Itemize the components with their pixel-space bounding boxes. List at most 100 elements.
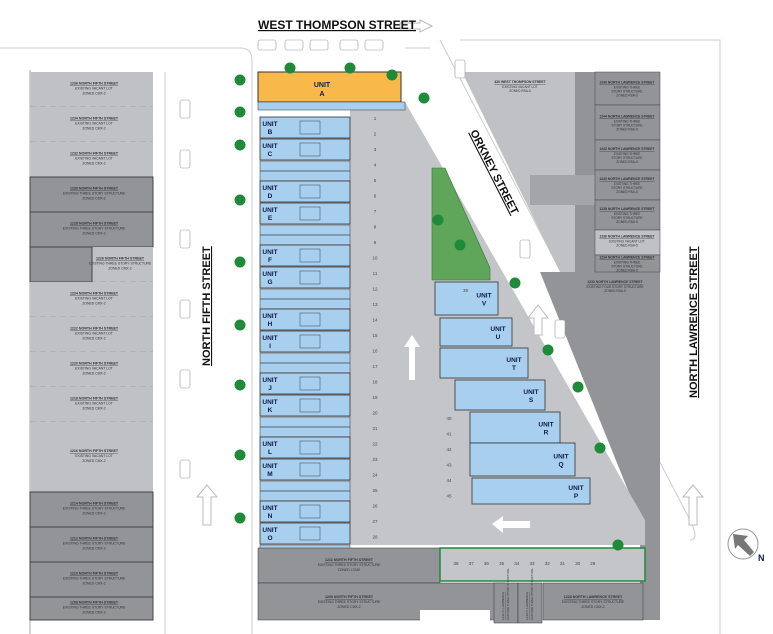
- lot-description: EXISTING THREE STORY STRUCTURE: [318, 563, 381, 567]
- unit-letter: F: [268, 257, 272, 264]
- unit-outline: [259, 458, 351, 481]
- lot-description: EXISTING VACANT LOT: [75, 157, 113, 161]
- parking-space-number: 6: [374, 194, 377, 199]
- lot-address: 1220 NORTH FIFTH STREET: [70, 362, 119, 366]
- parking-space-number: 23: [372, 457, 378, 462]
- lot-parcel: [517, 582, 543, 624]
- lot-address: 1244 NORTH LAWRENCE STREET: [599, 115, 655, 119]
- unit-label: UNIT: [262, 313, 277, 320]
- parking-space-number: 19: [372, 395, 378, 400]
- parking-space-number: 31: [560, 561, 566, 566]
- tree-icon: [572, 381, 584, 393]
- lot-address: 1214 NORTH FIFTH STREET: [70, 502, 119, 506]
- lot-zoning: ZONED CMX-2: [82, 197, 105, 201]
- parking-space-number: 38: [453, 561, 459, 566]
- block-strip: [575, 72, 595, 272]
- north-arrow-pointer: [733, 534, 754, 556]
- street-label-west-thompson: WEST THOMPSON STREET: [258, 18, 417, 32]
- block-building: [530, 175, 595, 205]
- parking-space-number: 27: [372, 519, 378, 524]
- unit-outline: [259, 522, 351, 545]
- lot-description: EXISTING THREE STORY STRUCTURE: [530, 568, 534, 620]
- unit-label: UNIT: [262, 335, 277, 342]
- lot-parcel: [30, 387, 153, 422]
- unit-outline: [259, 372, 351, 395]
- lot-description: EXISTING THREE: [614, 212, 641, 216]
- unit-label: UNIT: [262, 271, 277, 278]
- unit-outline: [469, 442, 576, 477]
- lot-description: EXISTING THREE STORY STRUCTURE: [562, 600, 625, 604]
- tree-icon: [509, 277, 521, 289]
- parking-space-number: 13: [372, 302, 378, 307]
- lot-zoning: ZONED CMX-2: [82, 92, 105, 96]
- parking-space-number: 43: [446, 463, 452, 468]
- lot-parcel: [594, 229, 661, 256]
- lot-description: EXISTING THREE STORY STRUCTURE: [63, 192, 126, 196]
- unit-letter: N: [268, 513, 273, 520]
- car-icon: [179, 99, 191, 119]
- unit-outline: [454, 379, 546, 411]
- unit-outline: [259, 180, 351, 203]
- unit-outline: [259, 308, 351, 331]
- tree-icon: [234, 319, 246, 331]
- unit-letter: O: [267, 535, 272, 542]
- parking-space-number: 14: [372, 318, 378, 323]
- parking-space-number: 18: [372, 380, 378, 385]
- parking-space-number: 8: [374, 225, 377, 230]
- lot-parcel: [29, 596, 154, 621]
- lot-zoning: ZONED I-CMX: [338, 568, 361, 572]
- unit-label: UNIT: [262, 249, 277, 256]
- parking-space-number: 9: [374, 240, 377, 245]
- tree-icon: [594, 442, 606, 454]
- lot-zoning: ZONED CMX-2: [82, 582, 105, 586]
- parking-space-number: 40: [446, 416, 452, 421]
- unit-letter: C: [268, 151, 273, 158]
- parking-space-number: 4: [374, 163, 377, 168]
- traffic-arrow-icon: [195, 484, 219, 526]
- tree-icon: [386, 69, 398, 81]
- lot-address: 1216 NORTH FIFTH STREET: [70, 449, 119, 453]
- tree-icon: [432, 214, 444, 226]
- drive-direction-arrow-icon: [404, 335, 420, 380]
- lot-zoning: ZONED RSA-5: [616, 94, 638, 98]
- lot-zoning: ZONED RSA-5: [616, 160, 638, 164]
- lot-description-2: STORY STRUCTURE: [611, 216, 642, 220]
- car-icon: [179, 229, 191, 249]
- lot-parcel: [542, 582, 644, 621]
- unit-stair: [299, 440, 321, 455]
- tree-icon: [234, 139, 246, 151]
- lot-parcel: [257, 547, 441, 584]
- unit-outline: [259, 266, 351, 289]
- lot-zoning: ZONED CMX-2: [337, 605, 360, 609]
- unit-stair: [299, 120, 321, 135]
- unit-label: UNIT: [553, 454, 568, 461]
- lot-zoning: ZONED RSA-5: [509, 89, 531, 93]
- lot-parcel: [30, 422, 153, 492]
- lot-description: EXISTING THREE: [614, 120, 641, 124]
- lot-zoning: ZONED RSA-5: [604, 289, 626, 293]
- lot-address: 1234 NORTH LAWRENCE STREET: [599, 256, 655, 260]
- car-icon: [179, 369, 191, 389]
- compass: N: [727, 528, 765, 563]
- unit-label: UNIT: [262, 207, 277, 214]
- parking-space-number: 11: [373, 271, 378, 276]
- lot-zoning: ZONED CMX-2: [108, 267, 131, 271]
- lot-address: 1230 NORTH FIFTH STREET: [70, 187, 119, 191]
- lot-description-2: STORY STRUCTURE: [611, 265, 642, 269]
- unit-a-letter: A: [319, 91, 324, 98]
